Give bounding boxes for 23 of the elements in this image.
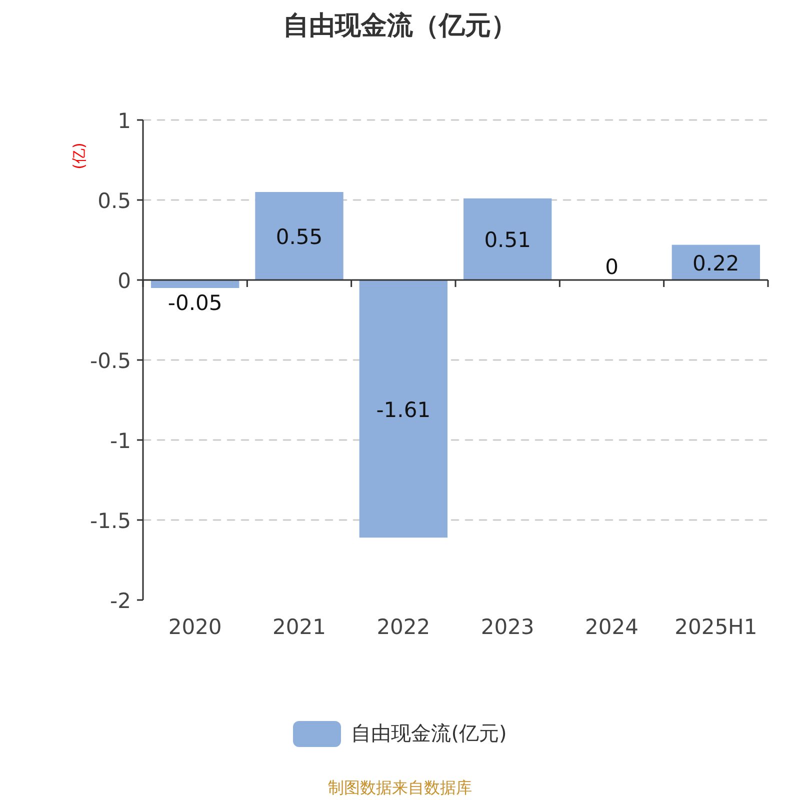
category-label: 2020 — [168, 615, 222, 639]
category-label: 2025H1 — [674, 615, 758, 639]
source-note: 制图数据来自数据库 — [328, 778, 472, 797]
value-label: -1.61 — [376, 398, 431, 422]
value-label: 0 — [605, 255, 618, 279]
tick-label: -0.5 — [90, 349, 131, 373]
tick-label: -2 — [110, 589, 131, 613]
chart-title: 自由现金流（亿元） — [283, 10, 517, 43]
category-label: 2022 — [376, 615, 430, 639]
value-label: 0.22 — [692, 251, 740, 276]
value-label: 0.51 — [484, 228, 531, 252]
category-label: 2021 — [272, 615, 326, 639]
tick-label: -1.5 — [90, 509, 131, 533]
value-label: 0.55 — [276, 225, 323, 249]
legend-label: 自由现金流(亿元) — [351, 720, 507, 747]
tick-label: 0.5 — [98, 189, 131, 213]
axis-title: (亿) — [70, 142, 88, 170]
tick-label: 0 — [118, 269, 131, 293]
category-label: 2023 — [480, 615, 534, 639]
tick-label: -1 — [110, 429, 131, 453]
category-label: 2024 — [585, 615, 638, 639]
tick-label: 1 — [118, 109, 131, 133]
value-label: -0.05 — [168, 291, 222, 315]
